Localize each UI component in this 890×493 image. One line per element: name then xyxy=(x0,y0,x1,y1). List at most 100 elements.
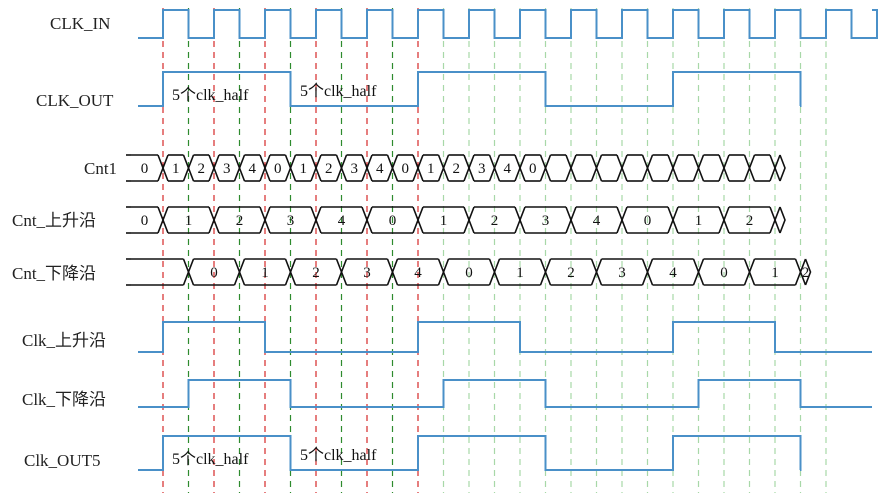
annotation-clk-out5-low: 5个clk_half xyxy=(300,446,377,464)
bus-cnt1-cross-b-19 xyxy=(621,154,628,182)
bus-cnt-rise-value-2: 2 xyxy=(236,213,244,229)
bus-cnt-fall-end xyxy=(804,258,812,286)
label-clk-fall: Clk_下降沿 xyxy=(22,390,106,409)
annotation-clk-out5-high: 5个clk_half xyxy=(172,450,249,468)
bus-cnt-fall-value-3: 2 xyxy=(312,265,320,281)
bus-cnt-rise-cross-b-6 xyxy=(417,206,424,234)
bus-cnt1-cross-b-12 xyxy=(442,154,450,182)
bus-cnt-rise-value-11: 1 xyxy=(695,213,703,229)
bus-cnt1-value-12: 2 xyxy=(453,161,461,177)
bus-cnt1-value-3: 3 xyxy=(223,161,231,177)
bus-cnt-rise-value-4: 4 xyxy=(338,213,346,229)
bus-cnt-rise-cross-b-9 xyxy=(570,206,577,234)
bus-cnt1-value-1: 1 xyxy=(172,161,180,177)
bus-cnt-rise-cross-b-11 xyxy=(672,206,679,234)
bus-cnt-fall-value-12: 1 xyxy=(771,265,779,281)
label-clk-rise: Clk_上升沿 xyxy=(22,331,106,350)
bus-cnt-rise-cross-b-13 xyxy=(774,206,781,234)
bus-cnt1-value-0: 0 xyxy=(141,161,149,177)
bus-cnt-fall-value-8: 2 xyxy=(567,265,575,281)
bus-cnt-fall-cross-b-3 xyxy=(289,258,297,286)
annotation-clk-out-low: 5个clk_half xyxy=(300,82,377,100)
bus-cnt-fall-cross-b-6 xyxy=(442,258,450,286)
bus-cnt1-value-11: 1 xyxy=(427,161,435,177)
bus-cnt1-cross-b-15 xyxy=(519,154,526,182)
bus-cnt1-cross-b-13 xyxy=(468,154,475,182)
bus-cnt-fall-value-11: 0 xyxy=(720,265,728,281)
bus-cnt-fall-value-9: 3 xyxy=(618,265,626,281)
wave-clk-out xyxy=(138,71,802,107)
bus-cnt-rise-cross-b-10 xyxy=(621,206,628,234)
bus-cnt1-cross-b-11 xyxy=(417,154,424,182)
bus-cnt-rise-value-8: 3 xyxy=(542,213,550,229)
bus-cnt1-cross-b-17 xyxy=(570,154,577,182)
bus-cnt-fall-cross-b-10 xyxy=(646,258,654,286)
wave-clk-rise xyxy=(138,321,872,353)
label-cnt-rise: Cnt_上升沿 xyxy=(12,211,96,230)
bus-cnt1-value-6: 1 xyxy=(300,161,308,177)
wave-clk-fall xyxy=(138,379,872,408)
bus-cnt-fall-cross-b-2 xyxy=(238,258,246,286)
bus-cnt1-cross-b-16 xyxy=(544,154,552,182)
bus-cnt-rise-cross-b-12 xyxy=(723,206,730,234)
bus-cnt1-cross-b-24 xyxy=(748,154,756,182)
bus-cnt1-cross-b-21 xyxy=(672,154,679,182)
bus-cnt-fall-value-13: 2 xyxy=(802,265,810,281)
bus-cnt-rise-cross-b-8 xyxy=(519,206,526,234)
bus-cnt1-cross-b-3 xyxy=(213,154,220,182)
waveforms xyxy=(138,9,878,471)
annotation-clk-out-high: 5个clk_half xyxy=(172,86,249,104)
bus-cnt1-value-2: 2 xyxy=(198,161,206,177)
bus-cnt1-value-15: 0 xyxy=(529,161,537,177)
bus-cnt-fall-value-2: 1 xyxy=(261,265,269,281)
bus-cnt1-cross-b-25 xyxy=(774,154,781,182)
bus-cnt-rise-cross-b-4 xyxy=(315,206,322,234)
bus-cnt-rise-value-10: 0 xyxy=(644,213,652,229)
bus-cnt1-cross-b-6 xyxy=(289,154,297,182)
bus-cnt-fall-cross-b-9 xyxy=(595,258,603,286)
bus-cnt1-cross-b-5 xyxy=(264,154,271,182)
bus-cnt1-cross-b-18 xyxy=(595,154,603,182)
bus-cnt1-value-9: 4 xyxy=(376,161,384,177)
bus-cnt-rise-value-1: 1 xyxy=(185,213,193,229)
bus-cnt1-end xyxy=(779,154,786,182)
bus-cnt1-value-13: 3 xyxy=(478,161,486,177)
bus-cnt-rise-cross-b-7 xyxy=(468,206,475,234)
bus-cnt1-value-4: 4 xyxy=(249,161,257,177)
bus-cnt-rise-end xyxy=(779,206,786,234)
bus-cnt-rise-value-12: 2 xyxy=(746,213,754,229)
bus-cnt1-cross-b-7 xyxy=(315,154,322,182)
bus-cnt-fall-value-7: 1 xyxy=(516,265,524,281)
wave-clk-out5 xyxy=(138,435,802,471)
edge-guide-lines xyxy=(162,8,827,493)
bus-cnt-fall-value-4: 3 xyxy=(363,265,371,281)
bus-cnt1-value-8: 3 xyxy=(351,161,359,177)
label-clk-out: CLK_OUT xyxy=(36,91,114,110)
bus-cnt1-cross-b-8 xyxy=(340,154,348,182)
bus-cnt-rise-cross-b-3 xyxy=(264,206,271,234)
bus-cnt1-value-7: 2 xyxy=(325,161,333,177)
bus-cnt-fall-cross-b-12 xyxy=(748,258,756,286)
bus-cnt1-cross-b-23 xyxy=(723,154,730,182)
bus-cnt-fall-cross-b-4 xyxy=(340,258,348,286)
bus-cnt1-cross-b-9 xyxy=(366,154,373,182)
label-cnt-fall: Cnt_下降沿 xyxy=(12,264,96,283)
bus-cnt1-cross-b-4 xyxy=(238,154,246,182)
bus-cnt-fall-value-5: 4 xyxy=(414,265,422,281)
bus-cnt-fall-cross-b-11 xyxy=(697,258,705,286)
bus-cnt1-value-14: 4 xyxy=(504,161,512,177)
bus-cnt-rise-cross-b-5 xyxy=(366,206,373,234)
label-cnt1: Cnt1 xyxy=(84,159,117,178)
bus-cnt-fall-cross-b-13 xyxy=(799,258,807,286)
bus-cnt1-cross-b-22 xyxy=(697,154,705,182)
bus-cnt-fall-cross-b-8 xyxy=(544,258,552,286)
bus-cnt1-value-10: 0 xyxy=(402,161,410,177)
bus-cnt1-cross-b-14 xyxy=(493,154,501,182)
bus-cnt-fall-value-1: 0 xyxy=(210,265,218,281)
bus-cnt-fall-cross-b-5 xyxy=(391,258,399,286)
label-clk-out5: Clk_OUT5 xyxy=(24,451,101,470)
bus-cnt1-cross-b-1 xyxy=(162,154,169,182)
